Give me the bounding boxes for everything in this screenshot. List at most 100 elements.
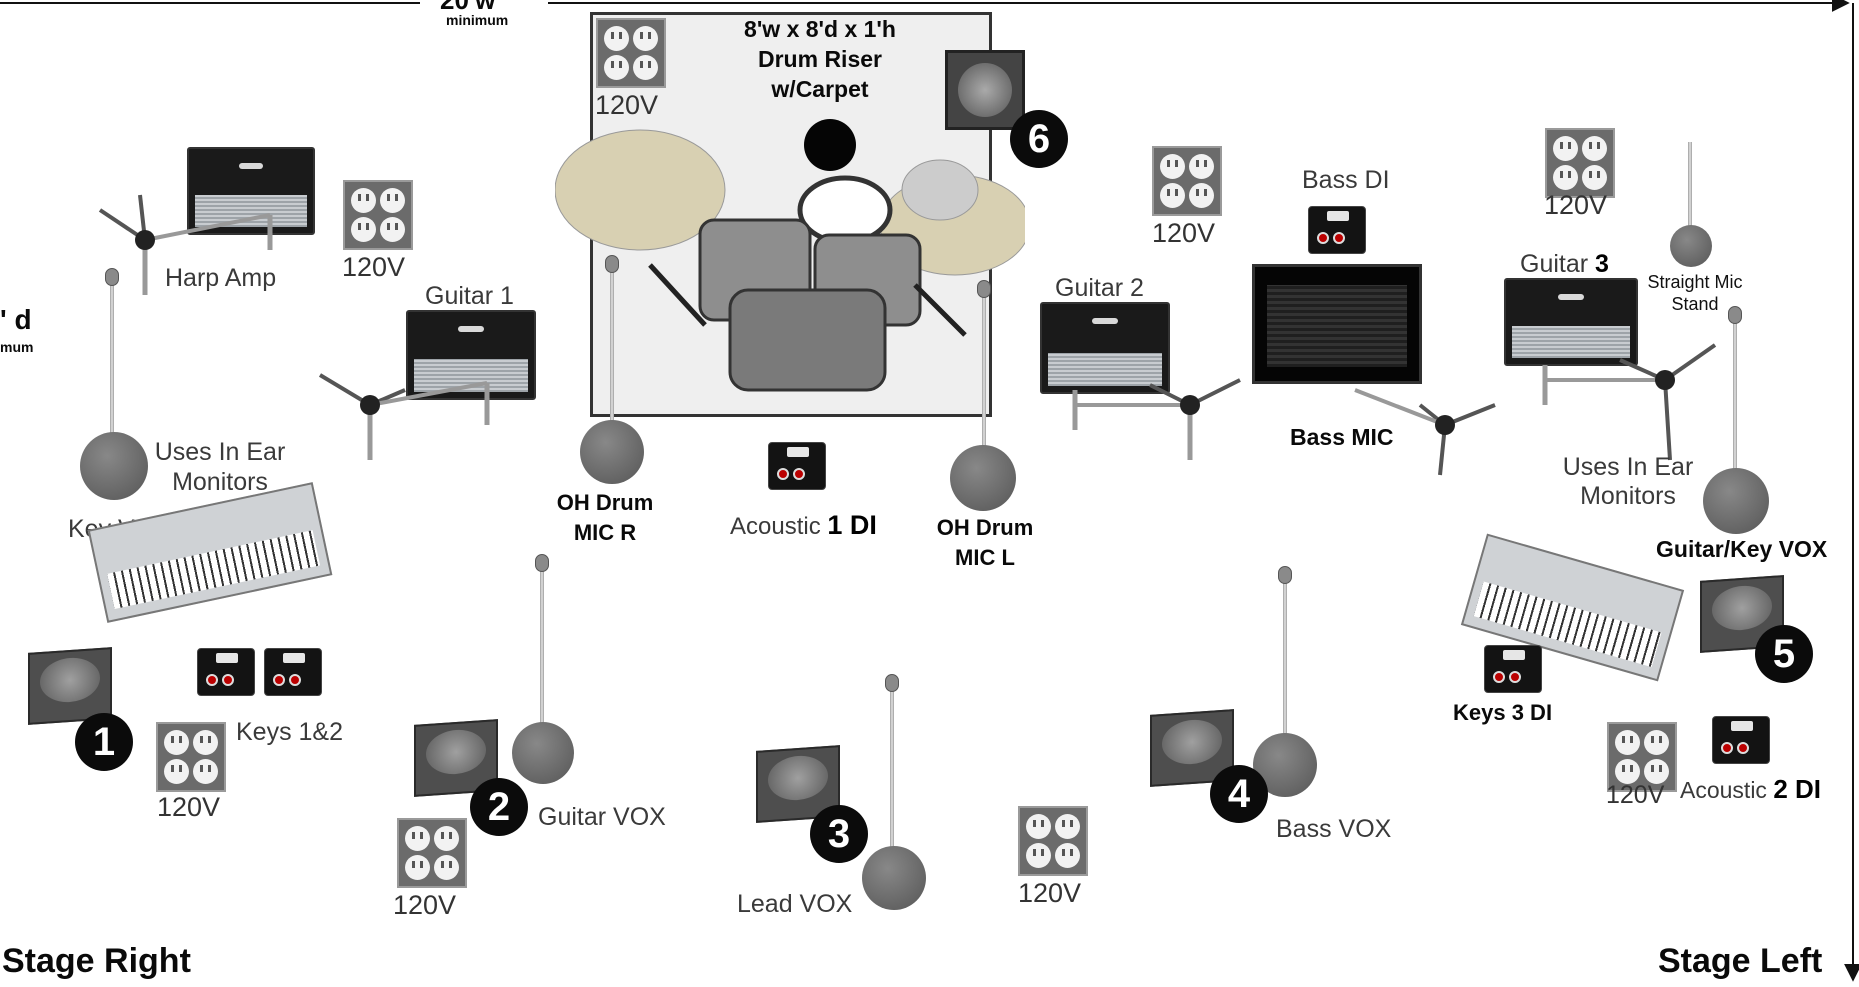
oh-mic-l-head [977, 280, 991, 298]
guitar-key-vox-mic-base [1703, 468, 1769, 534]
stage-depth-label: ' d [0, 304, 32, 335]
acoustic-2-label: Acoustic 2 DI [1680, 774, 1822, 805]
guitar-2-label: Guitar 2 [1055, 274, 1144, 302]
bass-drum [728, 288, 887, 392]
harp-amp-mic-stand [98, 194, 273, 295]
drum-riser-title: Drum Riser [758, 46, 882, 72]
straight-mic-stand-base [1670, 225, 1712, 267]
guitar-3-number: 3 [1595, 250, 1609, 278]
stage-left-label: Stage Left [1658, 942, 1823, 980]
lead-vox-mic-stand [890, 680, 894, 870]
key-vox-mic-base [80, 432, 148, 500]
in-ear-left-label-1: Uses In Ear [154, 438, 286, 466]
guitar-vox-label: Guitar VOX [538, 803, 666, 831]
power-drums-label: 120V [595, 90, 659, 120]
monitor-1-badge: 1 [75, 713, 133, 771]
bass-vox-mic-head [1278, 566, 1292, 584]
drum-riser-size: 8'w x 8'd x 1'h [744, 16, 896, 42]
oh-mic-l-stand [982, 285, 986, 470]
power-outlet-bass [1152, 146, 1222, 216]
guitar-vox-mic-stand [540, 560, 544, 745]
hardware-2 [913, 283, 967, 337]
power-guitar-3-label: 120V [1544, 190, 1608, 220]
key-vox-mic-stand [110, 275, 114, 445]
bass-di-label: Bass DI [1302, 166, 1390, 194]
in-ear-right-label-2: Monitors [1580, 482, 1676, 510]
bass-mic-stand [1354, 388, 1496, 476]
guitar-3-mic-stand [1542, 343, 1717, 461]
harp-amp-label: Harp Amp [165, 264, 277, 292]
monitor-6-badge: 6 [1010, 110, 1068, 168]
guitar-key-vox-mic-stand [1733, 312, 1737, 487]
acoustic-1-label: Acoustic 1 DI [730, 510, 877, 541]
power-center-label: 120V [1018, 878, 1082, 908]
power-guitar-vox-label: 120V [393, 890, 457, 920]
bass-amp [1252, 264, 1422, 384]
oh-drum-mic-l-label-1: OH Drum [936, 515, 1034, 540]
oh-drum-mic-r-label-1: OH Drum [556, 490, 654, 515]
acoustic-1-di-box [768, 442, 826, 490]
oh-mic-r-stand [610, 260, 614, 450]
power-bass-label: 120V [1152, 218, 1216, 248]
power-outlet-acoustic-2 [1607, 722, 1677, 792]
oh-mic-r-base [580, 420, 644, 484]
oh-mic-l-base [950, 445, 1016, 511]
monitor-5-badge: 5 [1755, 625, 1813, 683]
power-acoustic-2-label: 120V [1606, 781, 1665, 809]
guitar-vox-mic-base [512, 722, 574, 784]
harp-amp [187, 147, 315, 235]
acoustic-1-suffix: 1 DI [827, 510, 877, 540]
bass-vox-mic-stand [1283, 572, 1287, 744]
power-outlet-harp [343, 180, 413, 250]
drum-fill-monitor [945, 50, 1025, 130]
straight-mic-stand-label-1: Straight Mic [1647, 272, 1743, 292]
oh-mic-r-head [605, 255, 619, 273]
snare-drum [797, 175, 893, 245]
monitor-4-badge: 4 [1210, 765, 1268, 823]
guitar-1-mic-stand [318, 373, 490, 460]
guitar-2-mic-stand [1072, 378, 1241, 460]
lead-vox-mic-head [885, 674, 899, 692]
stage-right-label: Stage Right [2, 942, 191, 980]
straight-mic-stand-label-2: Stand [1671, 294, 1719, 314]
guitar-key-vox-mic-head [1728, 306, 1742, 324]
stage-depth-note: mum [0, 339, 34, 355]
splash-cymbal [901, 159, 979, 221]
guitar-3-label: Guitar 3 [1520, 250, 1609, 279]
monitor-2-badge: 2 [470, 778, 528, 836]
stage-width-note: minimum [446, 12, 509, 28]
power-harp-label: 120V [342, 252, 406, 282]
acoustic-2-prefix: Acoustic [1680, 777, 1774, 803]
power-outlet-guitar-3 [1545, 128, 1615, 198]
keys-3-di-label: Keys 3 DI [1453, 700, 1553, 725]
drum-kit [555, 119, 1025, 392]
crash-cymbal [555, 129, 726, 251]
power-outlet-center [1018, 806, 1088, 876]
bass-mic-label: Bass MIC [1290, 424, 1394, 450]
guitar-1-label: Guitar 1 [425, 282, 514, 310]
power-keys-label: 120V [157, 792, 221, 822]
guitar-2-amp [1040, 302, 1170, 394]
drum-riser-surface: w/Carpet [771, 76, 869, 102]
straight-mic-stand-pole [1688, 142, 1692, 232]
key-vox-mic-head [105, 268, 119, 286]
bass-vox-label: Bass VOX [1276, 815, 1392, 843]
guitar-vox-mic-head [535, 554, 549, 572]
keys-1-di-box [197, 648, 255, 696]
power-outlet-drums [596, 18, 666, 88]
guitar-3-amp [1504, 278, 1638, 366]
keys-1-2-label: Keys 1&2 [236, 718, 344, 746]
bass-di-box [1308, 206, 1366, 254]
guitar-key-vox-label: Guitar/Key VOX [1656, 536, 1828, 562]
power-outlet-keys [156, 722, 226, 792]
acoustic-2-di-box [1712, 716, 1770, 764]
acoustic-1-prefix: Acoustic [730, 513, 828, 540]
monitor-3-badge: 3 [810, 805, 868, 863]
cowbell [804, 119, 856, 171]
acoustic-2-suffix: 2 DI [1773, 774, 1822, 804]
in-ear-right-label-1: Uses In Ear [1562, 453, 1694, 481]
hardware-1 [648, 263, 707, 327]
oh-drum-mic-r-label-2: MIC R [573, 520, 637, 545]
lead-vox-mic-base [862, 846, 926, 910]
